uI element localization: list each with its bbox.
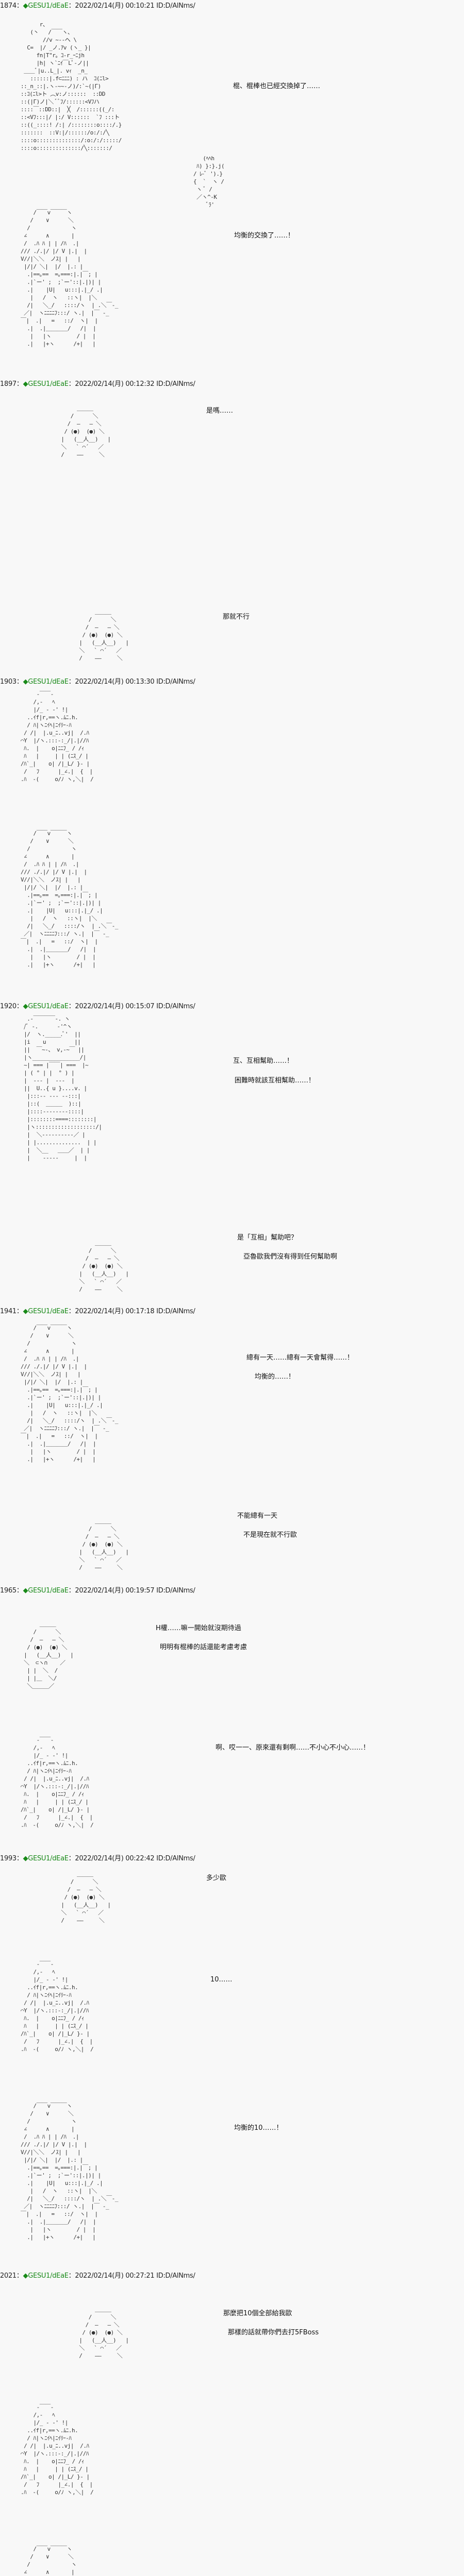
post-date: 2022/02/14(月) 00:22:42 (75, 1855, 155, 1862)
dialogue-line: 啊、哎一一、原來還有剩啊……不小心不小心……！ (216, 1744, 370, 1752)
dialogue-line: 10…… (210, 1976, 233, 1984)
poster-id[interactable]: ID:D/AlNms/ (156, 1003, 195, 1010)
poster-name: GESU1/dEaE (28, 380, 69, 388)
post-header: 1993：◆GESU1/dEaE：2022/02/14(月) 00:22:42 … (0, 1855, 195, 1862)
poster-id[interactable]: ID:D/AlNms/ (156, 1308, 195, 1315)
ascii-art-stern-guy: /￣￣v￣￣￣ヽ / ∨ ＼ / ヽ ∠ ∧ | / .ﾊ ﾊ | | /ﾊ .… (21, 2103, 118, 2241)
ascii-art-hooded-guy: ‐￣￣‐ /,‐ ﾍ |/_ ‐ ‐' !| ..ｲf|r,==ヽ.ﾑﾆ.h. … (21, 1961, 94, 2053)
dialogue-line: 那麼把10個全部給我歐 (223, 2310, 292, 2317)
post-header: 1941：◆GESU1/dEaE：2022/02/14(月) 00:17:18 … (0, 1308, 195, 1315)
post-date: 2022/02/14(月) 00:19:57 (75, 1587, 155, 1595)
poster-id[interactable]: ID:D/AlNms/ (156, 1855, 195, 1862)
dialogue-line: 均衡的交換了……！ (234, 232, 295, 240)
post-header: 2021：◆GESU1/dEaE：2022/02/14(月) 00:27:21 … (0, 2272, 195, 2280)
post-date: 2022/02/14(月) 00:12:32 (75, 380, 155, 388)
ascii-art-blob-face: ＿＿＿ / ＼ / ― ― ＼ / (●) (●) ＼ | (__人__) | … (61, 405, 111, 458)
trip-diamond-icon: ◆ (23, 1003, 28, 1010)
poster-id[interactable]: ID:D/AlNms/ (156, 2, 195, 10)
poster-name: GESU1/dEaE (28, 1855, 69, 1862)
post-number[interactable]: 1965 (0, 1587, 16, 1595)
post-number[interactable]: 1903 (0, 678, 16, 686)
ascii-art-blob-thinking: ＿＿＿ / ＼ / ― ― ＼ / (●) (●) ＼ | (__人__) | … (24, 1621, 74, 1689)
trip-diamond-icon: ◆ (23, 2, 28, 10)
trip-diamond-icon: ◆ (23, 1587, 28, 1595)
ascii-art-stern-guy: /￣￣v￣￣￣ヽ / ∨ ＼ / ヽ ∠ ∧ | / .ﾊ ﾊ | | /ﾊ .… (21, 209, 118, 347)
ascii-art-hooded-guy: ‐￣￣‐ /,‐ ﾍ |/_ ‐ ‐' !| ..ｲf|r,==ヽ.ﾑﾆ.h. … (21, 691, 94, 783)
dialogue-line: 是「互相」幫助吧？ (237, 1234, 298, 1242)
post-date: 2022/02/14(月) 00:10:21 (75, 2, 155, 10)
dialogue-line: 是嗎…… (206, 407, 234, 415)
ascii-art-stern-guy: /￣￣v￣￣￣ヽ / ∨ ＼ / ヽ ∠ ∧ | / .ﾊ ﾊ | | /ﾊ .… (21, 1325, 118, 1463)
post-number[interactable]: 1920 (0, 1003, 16, 1010)
trip-diamond-icon: ◆ (23, 1308, 28, 1315)
dialogue-line: 均衡的10……！ (234, 2124, 283, 2132)
post-number[interactable]: 2021 (0, 2272, 16, 2280)
ascii-art-hooded-guy: ‐￣￣‐ /,‐ ﾍ |/_ ‐ ‐' !| ..ｲf|r,==ヽ.ﾑﾆ.h. … (21, 1737, 94, 1828)
post-number[interactable]: 1874 (0, 2, 16, 10)
trip-diamond-icon: ◆ (23, 678, 28, 686)
post-header: 1920：◆GESU1/dEaE：2022/02/14(月) 00:15:07 … (0, 1003, 195, 1010)
trip-diamond-icon: ◆ (23, 380, 28, 388)
poster-name: GESU1/dEaE (28, 1003, 69, 1010)
ascii-art-buddy-guy: .‐￣￣￣￣‐. ヽ /ﾞ ‐. ‐'^ヽ |/ ヽ._____.ﾞ' || |… (24, 1015, 102, 1161)
poster-id[interactable]: ID:D/AlNms/ (156, 1587, 195, 1595)
poster-id[interactable]: ID:D/AlNms/ (156, 380, 195, 388)
post-header: 1965：◆GESU1/dEaE：2022/02/14(月) 00:19:57 … (0, 1587, 195, 1595)
post-date: 2022/02/14(月) 00:17:18 (75, 1308, 155, 1315)
dialogue-line: 不能總有一天 (237, 1512, 278, 1520)
post-number[interactable]: 1993 (0, 1855, 16, 1862)
dialogue-line: 那就不行 (223, 613, 250, 621)
poster-id[interactable]: ID:D/AlNms/ (156, 678, 195, 686)
ascii-art-stern-guy: /￣￣v￣￣￣ヽ / ∨ ＼ / ヽ ∠ ∧ | / .ﾊ ﾊ | | /ﾊ .… (24, 2546, 77, 2575)
ascii-art-blob-face: ＿＿＿ / ＼ / ― ― ＼ / (●) (●) ＼ | (__人__) | … (79, 1240, 129, 1293)
poster-name: GESU1/dEaE (28, 678, 69, 686)
ascii-art-raised-fist: (ﾍﾍh ﾊ) }:}.j( / ﾚ-ﾞ ').} { ` ヽ / ヽ ﾞ / … (193, 155, 225, 208)
post-header: 1874：◆GESU1/dEaE：2022/02/14(月) 00:10:21 … (0, 2, 195, 10)
post-date: 2022/02/14(月) 00:15:07 (75, 1003, 155, 1010)
dialogue-line: 困難時就該互相幫助……！ (235, 1077, 316, 1084)
post-number[interactable]: 1897 (0, 380, 16, 388)
post-header: 1903：◆GESU1/dEaE：2022/02/14(月) 00:13:30 … (0, 678, 195, 686)
ascii-art-blob-face: ＿＿＿ / ＼ / ― ― ＼ / (●) (●) ＼ | (__人__) | … (79, 2306, 129, 2359)
ascii-art-blob-face: ＿＿＿ / ＼ / ― ― ＼ / (●) (●) ＼ | (__人__) | … (61, 1871, 111, 1924)
dialogue-line: 亞魯歐我們沒有得到任何幫助啊 (243, 1253, 338, 1261)
dialogue-line: 明明有棍棒的話還能考慮考慮 (160, 1643, 247, 1651)
post-header: 1897：◆GESU1/dEaE：2022/02/14(月) 00:12:32 … (0, 380, 195, 388)
dialogue-line: 互、互相幫助……！ (233, 1057, 294, 1065)
poster-name: GESU1/dEaE (28, 2272, 69, 2280)
poster-id[interactable]: ID:D/AlNms/ (156, 2272, 195, 2280)
poster-name: GESU1/dEaE (28, 1587, 69, 1595)
ascii-art-blob-face: ＿＿＿ / ＼ / ― ― ＼ / (●) (●) ＼ | (__人__) | … (79, 1518, 129, 1571)
post-date: 2022/02/14(月) 00:13:30 (75, 678, 155, 686)
dialogue-line: 均衡的……！ (255, 1373, 295, 1381)
poster-name: GESU1/dEaE (28, 1308, 69, 1315)
dialogue-line: 那樣的話就帶你們去打5FBoss (228, 2329, 319, 2336)
dialogue-line: 不是現在就不行歐 (243, 1531, 297, 1539)
dialogue-line: 總有一天……總有一天會幫得……！ (246, 1354, 354, 1362)
ascii-art-capped-guy: r、 (丶 /￣￣ヽ、 //v ~‐‐ヘ \ C= |/ _ノ.ｱv (ヽ_ }… (21, 21, 122, 151)
ascii-art-blob-face: ＿＿＿ / ＼ / ― ― ＼ / (●) (●) ＼ | (__人__) | … (79, 608, 129, 662)
ascii-art-stern-guy: /￣￣v￣￣￣ヽ / ∨ ＼ / ヽ ∠ ∧ | / .ﾊ ﾊ | | /ﾊ .… (21, 830, 118, 968)
dialogue-line: H權……嘛一開始就沒期待過 (156, 1624, 241, 1632)
trip-diamond-icon: ◆ (23, 1855, 28, 1862)
trip-diamond-icon: ◆ (23, 2272, 28, 2280)
post-date: 2022/02/14(月) 00:27:21 (75, 2272, 155, 2280)
dialogue-line: 棍、棍棒也已經交換掉了…… (233, 82, 321, 90)
dialogue-line: 多少歐 (206, 1874, 227, 1882)
post-number[interactable]: 1941 (0, 1308, 16, 1315)
ascii-art-hooded-guy: ‐￣￣‐ /,‐ ﾍ |/_ ‐ ‐' !| ..ｲf|r,==ヽ.ﾑﾆ.h. … (21, 2404, 94, 2496)
poster-name: GESU1/dEaE (28, 2, 69, 10)
